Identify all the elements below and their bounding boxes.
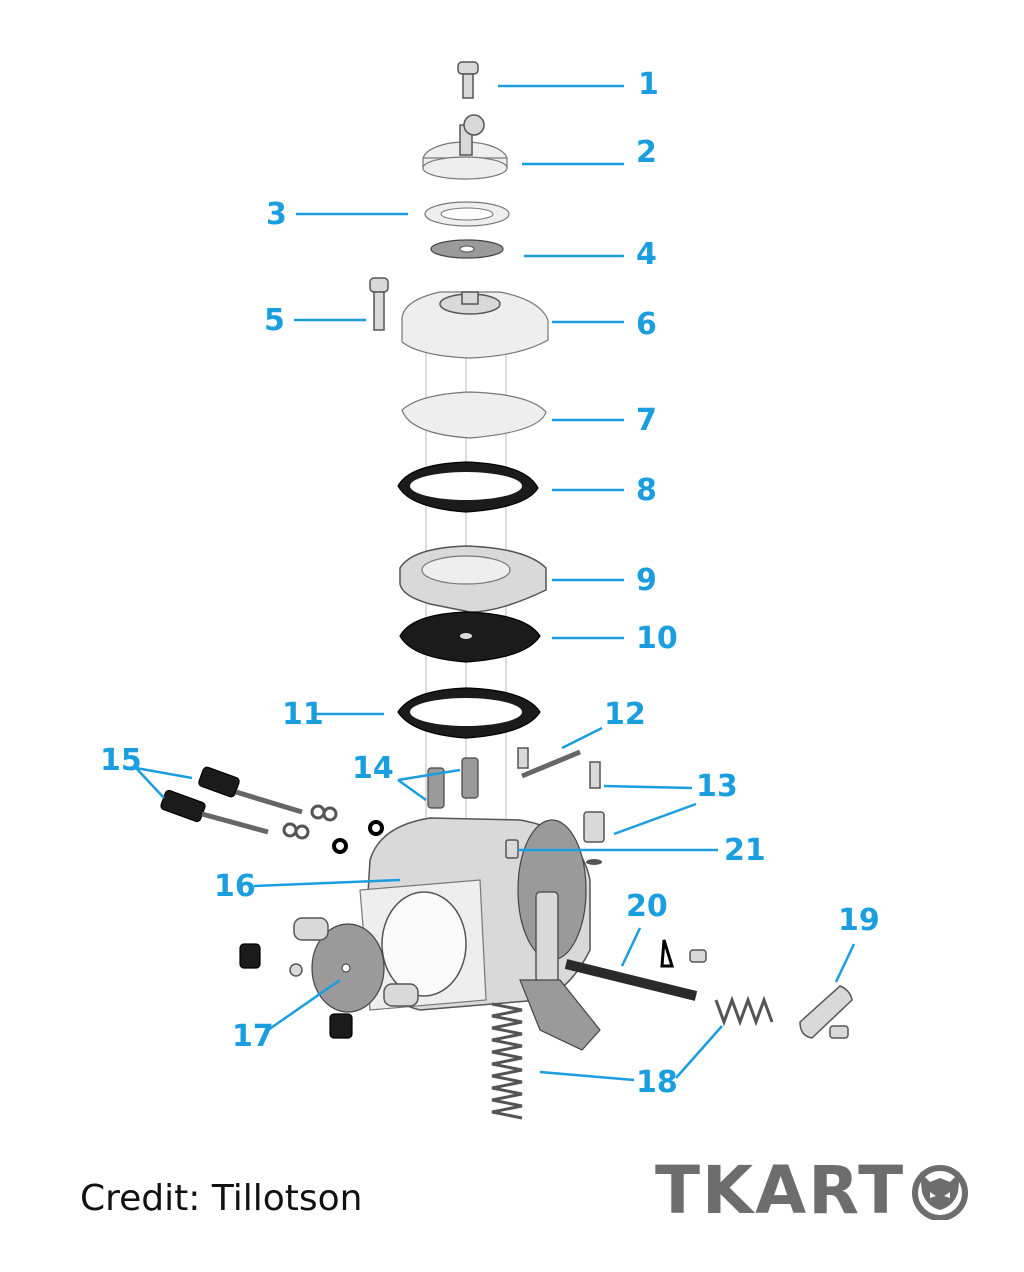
part-throttle-plate: [239, 917, 419, 1039]
part-pump-housing: [401, 291, 549, 359]
part-metering-gasket: [397, 461, 539, 513]
callout-12: 12: [604, 697, 646, 732]
callout-4: 4: [636, 237, 657, 272]
image-credit: Credit: Tillotson: [80, 1178, 363, 1219]
part-gasket-ring: [424, 201, 510, 227]
part-pump-gasket: [397, 687, 541, 739]
callout-13: 13: [696, 769, 738, 804]
callout-6: 6: [636, 307, 657, 342]
part-inlet-needle: [583, 761, 605, 865]
part-pump-body-plate: [399, 545, 547, 613]
callout-7: 7: [636, 403, 657, 438]
callout-5: 5: [264, 303, 285, 338]
part-screw-21: [505, 839, 519, 859]
callout-17: 17: [232, 1019, 274, 1054]
part-inlet-lever: [517, 747, 581, 779]
callout-15: 15: [100, 743, 142, 778]
part-adjustment-needles: [160, 766, 384, 854]
callout-labels: 1 2 3 4 5 6 7 8 9 10 11 12 13 14 15 16 1…: [100, 67, 880, 1100]
part-washer: [430, 239, 504, 259]
callout-16: 16: [214, 869, 256, 904]
callout-11: 11: [282, 697, 324, 732]
part-pump-diaphragm: [399, 611, 541, 663]
part-diaphragm-cover: [422, 114, 508, 180]
callout-18: 18: [636, 1065, 678, 1100]
callout-8: 8: [636, 473, 657, 508]
part-springs: [491, 995, 774, 1120]
callout-20: 20: [626, 889, 668, 924]
part-throttle-lever: [799, 985, 853, 1039]
brand-wordmark: TKART: [655, 1152, 906, 1229]
callout-2: 2: [636, 135, 657, 170]
callout-10: 10: [636, 621, 678, 656]
callout-3: 3: [266, 197, 287, 232]
callout-1: 1: [638, 67, 659, 102]
callout-21: 21: [724, 833, 766, 868]
callout-14: 14: [352, 751, 394, 786]
cat-head-icon: [912, 1165, 968, 1220]
part-metering-diaphragm: [401, 391, 547, 439]
part-check-valves: [427, 757, 479, 809]
part-bolt: [369, 277, 389, 331]
leader-lines: [135, 84, 856, 1082]
part-throttle-shaft: [564, 939, 707, 1001]
part-carburetor-body: [359, 817, 601, 1051]
callout-19: 19: [838, 903, 880, 938]
part-top-screw: [457, 61, 479, 99]
callout-9: 9: [636, 563, 657, 598]
